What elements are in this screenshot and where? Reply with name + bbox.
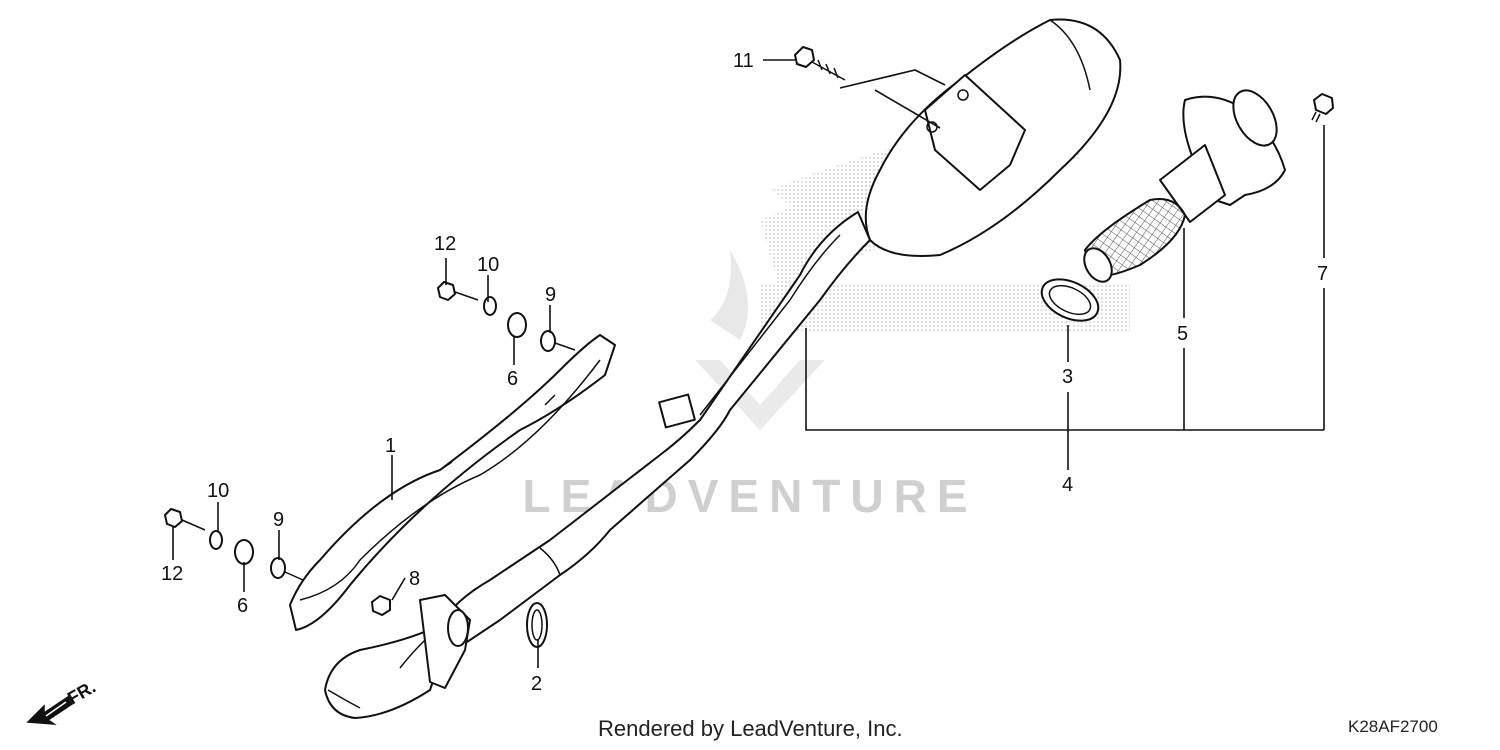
- callout-3: 3: [1062, 366, 1073, 388]
- callouts: 1 2 3 4 5 6 6 7 8 9 9 10 10 11 12 12: [161, 50, 1328, 695]
- lower-fastener-set: [164, 508, 304, 581]
- callout-9-upper: 9: [545, 284, 556, 306]
- callout-6-upper: 6: [507, 368, 518, 390]
- bolt-11: [794, 46, 846, 81]
- callout-2: 2: [531, 673, 542, 695]
- callout-8: 8: [409, 568, 420, 590]
- exhaust-pipe: [324, 211, 871, 719]
- exhaust-gasket: [526, 602, 548, 648]
- callout-4: 4: [1062, 474, 1073, 496]
- rendered-by-caption: Rendered by LeadVenture, Inc.: [598, 716, 903, 741]
- callout-10-lower: 10: [207, 480, 229, 502]
- drawing-code-label: K28AF2700: [1348, 717, 1438, 736]
- callout-7: 7: [1317, 263, 1328, 285]
- callout-11: 11: [733, 50, 754, 72]
- callout-12-lower: 12: [161, 563, 183, 585]
- front-direction-arrow: FR.: [26, 677, 99, 725]
- bolt-7: [1311, 93, 1334, 123]
- callout-9-lower: 9: [273, 509, 284, 531]
- callout-1: 1: [385, 435, 396, 457]
- callout-12-upper: 12: [434, 233, 456, 255]
- gasket-ring: [1040, 278, 1100, 322]
- callout-10-upper: 10: [477, 254, 499, 276]
- heat-shield: [289, 334, 616, 631]
- callout-5: 5: [1177, 323, 1188, 345]
- nut-8: [371, 595, 391, 616]
- leader-lines: [172, 59, 1325, 668]
- callout-6-lower: 6: [237, 595, 248, 617]
- spark-arrester: [1083, 89, 1286, 283]
- muffler: [864, 18, 1122, 257]
- upper-fastener-set: [437, 281, 576, 352]
- exhaust-flange: [399, 594, 471, 689]
